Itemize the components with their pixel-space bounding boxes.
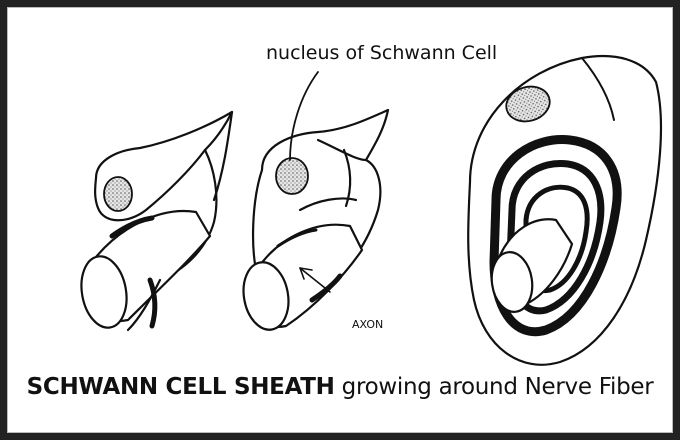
- nucleus-label: nucleus of Schwann Cell: [266, 42, 497, 64]
- diagram-caption: SCHWANN CELL SHEATH growing around Nerve…: [0, 374, 680, 400]
- stage-3-drawing: [468, 56, 661, 365]
- axon-label: AXON: [352, 318, 383, 331]
- stage-2-nucleus: [276, 158, 308, 194]
- caption-bold-part: SCHWANN CELL SHEATH: [27, 374, 335, 400]
- caption-rest: growing around Nerve Fiber: [335, 374, 654, 400]
- stage-2-drawing: [238, 72, 388, 333]
- stage-1-drawing: [76, 112, 232, 331]
- stage-1-nucleus: [104, 177, 132, 211]
